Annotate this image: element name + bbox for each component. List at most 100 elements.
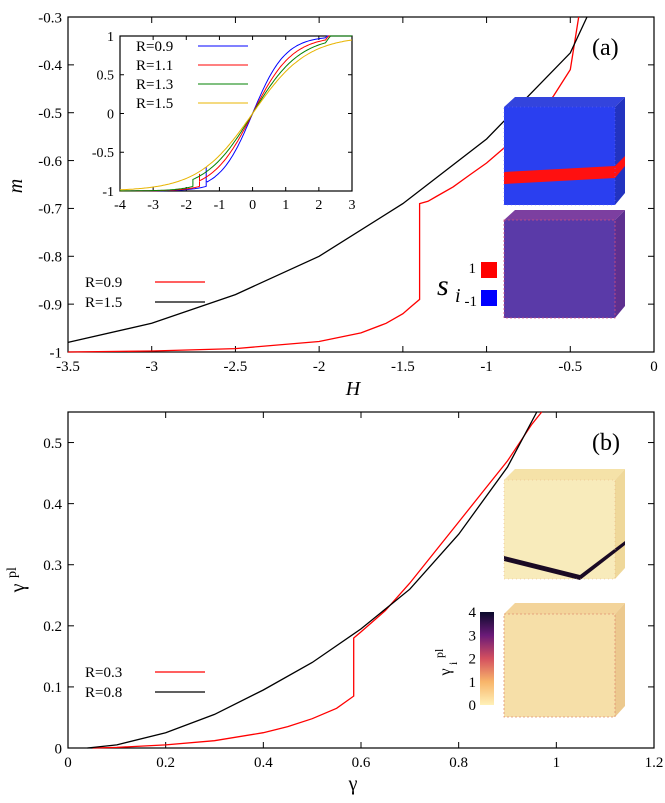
inset-legend-label: R=0.9 xyxy=(136,39,173,55)
panel-b: 0 0.2 0.4 0.6 0.8 1 1.2 0 0.1 0.2 0.3 0.4 0.5 γ γ p… xyxy=(5,411,663,795)
legend-entry-r08: R=0.8 xyxy=(85,685,205,701)
inset-series xyxy=(119,35,353,192)
panel-b-ylabel: γ pl xyxy=(5,567,29,593)
inset-plot: -4 -3 -2 -1 0 1 2 3 -1 -0.5 0 0.5 1 R=0.9R=1.1R=1.3… xyxy=(92,30,356,213)
x-tick-label: -2.5 xyxy=(224,359,248,375)
inset-series-line-4 xyxy=(119,39,353,191)
x-tick-label: 0 xyxy=(249,198,256,213)
y-tick-label: -0.4 xyxy=(38,58,62,74)
y-tick-label: -1 xyxy=(50,345,63,361)
inset-legend: R=0.9R=1.1R=1.3R=1.5 xyxy=(136,39,248,112)
svg-text:R=1.5: R=1.5 xyxy=(85,295,122,311)
y-tick-label: -0.3 xyxy=(38,10,62,26)
spin-colorbar: s i 1 -1 xyxy=(437,261,497,310)
y-tick-label: 0.5 xyxy=(43,436,62,452)
x-tick-label: 0.8 xyxy=(449,755,468,771)
series-line-1 xyxy=(92,411,543,749)
y-tick-label: 0.3 xyxy=(43,558,62,574)
x-tick-label: -2 xyxy=(313,359,326,375)
colorbar-tick-label: 2 xyxy=(469,652,477,668)
panel-b-xlabel: γ xyxy=(348,773,358,795)
x-tick-label: 0.2 xyxy=(156,755,175,771)
x-tick-label: 1 xyxy=(553,755,561,771)
y-tick-label: -0.6 xyxy=(38,154,62,170)
colorbar-tick-label: 3 xyxy=(469,628,477,644)
panel-a-y-ticks: -1 -0.9 -0.8 -0.7 -0.6 -0.5 -0.4 -0.3 xyxy=(38,10,654,361)
x-tick-label: -1.5 xyxy=(391,359,415,375)
x-tick-label: -3.5 xyxy=(56,359,80,375)
panel-a: -3.5 -3 -2.5 -2 -1.5 -1 -0.5 0 -1 -0.9 -0.8 -0.7 -0… xyxy=(5,10,658,400)
legend-entry-r09: R=0.9 xyxy=(85,275,205,291)
y-tick-label: 0.4 xyxy=(43,497,62,513)
panel-a-legend: R=0.9 R=1.5 xyxy=(85,275,205,311)
x-tick-label: -1 xyxy=(480,359,493,375)
panel-b-y-ticks: 0 0.1 0.2 0.3 0.4 0.5 xyxy=(43,436,654,757)
svg-text:γ: γ xyxy=(7,583,29,593)
svg-text:i: i xyxy=(446,661,460,665)
y-tick-label: -1 xyxy=(102,185,114,200)
strain-cube-bottom xyxy=(503,603,625,718)
svg-text:R=0.3: R=0.3 xyxy=(85,665,122,681)
series-line-2 xyxy=(87,411,538,749)
x-tick-label: 3 xyxy=(349,198,356,213)
legend-entry-r15: R=1.5 xyxy=(85,295,205,311)
panel-b-series xyxy=(87,411,543,749)
y-tick-label: -0.9 xyxy=(38,297,62,313)
panel-b-label: (b) xyxy=(592,430,620,456)
x-tick-label: -3 xyxy=(147,198,159,213)
x-tick-label: -0.5 xyxy=(558,359,582,375)
svg-text:R=0.8: R=0.8 xyxy=(85,685,122,701)
x-tick-label: 0.6 xyxy=(352,755,371,771)
svg-text:pl: pl xyxy=(432,648,446,658)
spin-colorbar-title: s xyxy=(437,269,449,302)
panel-a-x-ticks: -3.5 -3 -2.5 -2 -1.5 -1 -0.5 0 xyxy=(56,17,658,375)
inset-y-ticks: -1 -0.5 0 0.5 1 xyxy=(92,30,352,200)
inset-series-line-3 xyxy=(120,35,352,192)
spin-colorbar-subscript: i xyxy=(455,285,461,307)
x-tick-label: 0 xyxy=(64,755,72,771)
strain-colorbar-title: γ xyxy=(437,668,454,676)
y-tick-label: 0.1 xyxy=(43,680,62,696)
spin-cube-bottom xyxy=(503,210,625,319)
legend-entry-r03: R=0.3 xyxy=(85,665,205,681)
inset-legend-label: R=1.3 xyxy=(136,77,173,93)
y-tick-label: -0.5 xyxy=(92,146,114,161)
y-tick-label: 0.2 xyxy=(43,619,62,635)
spin-cube-top xyxy=(503,97,625,206)
x-tick-label: 1 xyxy=(282,198,289,213)
inset-legend-label: R=1.1 xyxy=(136,58,173,74)
x-tick-label: -2 xyxy=(180,198,192,213)
panel-b-x-ticks: 0 0.2 0.4 0.6 0.8 1 1.2 xyxy=(64,412,663,771)
panel-a-xlabel: H xyxy=(345,378,362,400)
x-tick-label: -4 xyxy=(114,198,126,213)
colorbar-tick-label: 1 xyxy=(469,675,477,691)
panel-a-ylabel: m xyxy=(5,179,27,193)
inset-legend-label: R=1.5 xyxy=(136,96,173,112)
svg-text:R=0.9: R=0.9 xyxy=(85,275,122,291)
svg-text:1: 1 xyxy=(469,261,477,277)
y-tick-label: 0 xyxy=(55,741,63,757)
y-tick-label: 1 xyxy=(107,30,114,45)
x-tick-label: 0.4 xyxy=(254,755,273,771)
y-tick-label: 0 xyxy=(107,107,114,122)
panel-a-frame xyxy=(67,16,655,353)
x-tick-label: 2 xyxy=(315,198,322,213)
y-tick-label: -0.5 xyxy=(38,106,62,122)
panel-b-legend: R=0.3 R=0.8 xyxy=(85,665,205,701)
y-tick-label: -0.7 xyxy=(38,202,62,218)
x-tick-label: -3 xyxy=(145,359,158,375)
panel-a-label: (a) xyxy=(592,35,619,61)
strain-cube-top xyxy=(503,469,625,580)
x-tick-label: 0 xyxy=(650,359,658,375)
y-tick-label: -0.8 xyxy=(38,250,62,266)
colorbar-tick-label: 4 xyxy=(469,605,477,621)
svg-text:pl: pl xyxy=(5,567,20,578)
series-line-2 xyxy=(67,16,588,344)
svg-text:-1: -1 xyxy=(465,294,478,310)
x-tick-label: 1.2 xyxy=(645,755,664,771)
y-tick-label: 0.5 xyxy=(97,69,115,84)
